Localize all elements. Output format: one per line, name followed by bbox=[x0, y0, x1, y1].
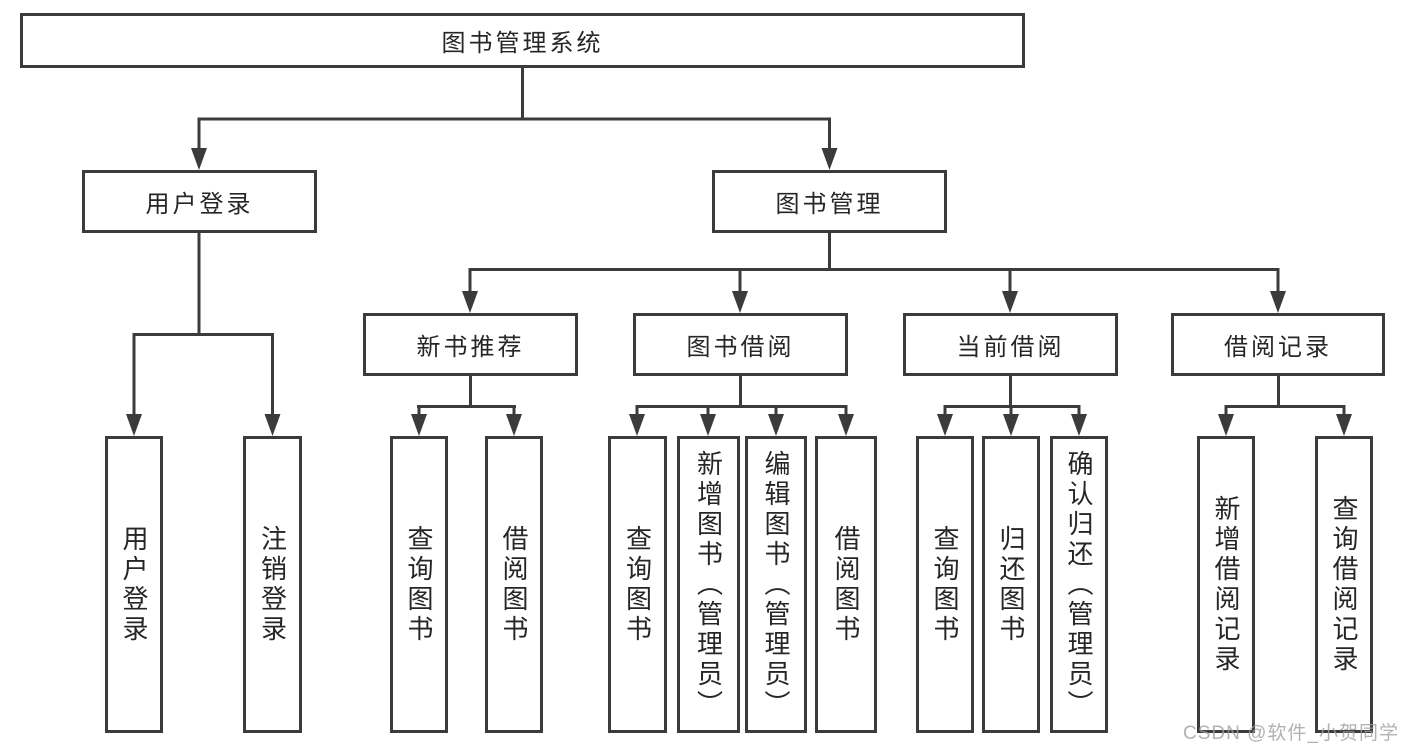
leaf-query-books-current: 查询图书 bbox=[916, 436, 974, 733]
arrowhead-leaf-user-login bbox=[126, 414, 142, 436]
connector-current-borrowing-children bbox=[943, 376, 1081, 416]
node-library-management-system: 图书管理系统 bbox=[20, 13, 1025, 68]
arrowhead-query-books-3 bbox=[937, 414, 953, 436]
connector-user-login-children bbox=[132, 233, 274, 416]
node-user-login: 用户登录 bbox=[82, 170, 317, 233]
arrowhead-edit-books bbox=[768, 414, 784, 436]
arrowhead-add-borrow-record bbox=[1218, 414, 1234, 436]
arrowhead-borrow-books-2 bbox=[838, 414, 854, 436]
connector-new-book-recommend-children bbox=[417, 376, 516, 416]
arrowhead-user-login bbox=[191, 148, 207, 170]
node-current-borrowing: 当前借阅 bbox=[903, 313, 1118, 376]
arrowhead-return-books bbox=[1003, 414, 1019, 436]
arrowhead-add-books bbox=[700, 414, 716, 436]
arrowhead-current-borrowing bbox=[1002, 291, 1018, 313]
node-new-book-recommend: 新书推荐 bbox=[363, 313, 578, 376]
leaf-query-books-borrowing: 查询图书 bbox=[608, 436, 667, 733]
arrowhead-query-books-1 bbox=[411, 414, 427, 436]
connector-book-management-children bbox=[468, 233, 1280, 293]
arrowhead-borrow-books-1 bbox=[506, 414, 522, 436]
leaf-add-books-admin: 新增图书（管理员） bbox=[677, 436, 740, 733]
node-borrowing-records: 借阅记录 bbox=[1171, 313, 1385, 376]
leaf-borrow-books-recommend: 借阅图书 bbox=[485, 436, 543, 733]
leaf-user-login: 用户登录 bbox=[105, 436, 163, 733]
arrowhead-book-borrowing bbox=[732, 291, 748, 313]
leaf-return-books: 归还图书 bbox=[982, 436, 1040, 733]
node-book-management: 图书管理 bbox=[712, 170, 947, 233]
leaf-query-borrow-record: 查询借阅记录 bbox=[1315, 436, 1373, 733]
arrowhead-query-borrow-record bbox=[1336, 414, 1352, 436]
csdn-watermark: CSDN @软件_小贺同学 bbox=[1183, 723, 1399, 744]
leaf-logout-login: 注销登录 bbox=[243, 436, 302, 733]
leaf-query-books-recommend: 查询图书 bbox=[390, 436, 448, 733]
leaf-borrow-books-borrowing: 借阅图书 bbox=[815, 436, 877, 733]
connector-book-borrowing-children bbox=[635, 376, 848, 416]
arrowhead-book-management bbox=[821, 148, 838, 170]
leaf-confirm-return-admin: 确认归还（管理员） bbox=[1050, 436, 1108, 733]
leaf-edit-books-admin: 编辑图书（管理员） bbox=[745, 436, 807, 733]
arrowhead-new-book-recommend bbox=[462, 291, 478, 313]
leaf-add-borrow-record: 新增借阅记录 bbox=[1197, 436, 1255, 733]
arrowhead-borrowing-records bbox=[1270, 291, 1286, 313]
arrowhead-query-books-2 bbox=[629, 414, 645, 436]
connector-borrowing-records-children bbox=[1224, 376, 1346, 416]
arrowhead-confirm-return bbox=[1071, 414, 1087, 436]
node-book-borrowing: 图书借阅 bbox=[633, 313, 848, 376]
connector-root-to-level2 bbox=[197, 66, 831, 150]
arrowhead-leaf-logout bbox=[264, 414, 281, 436]
